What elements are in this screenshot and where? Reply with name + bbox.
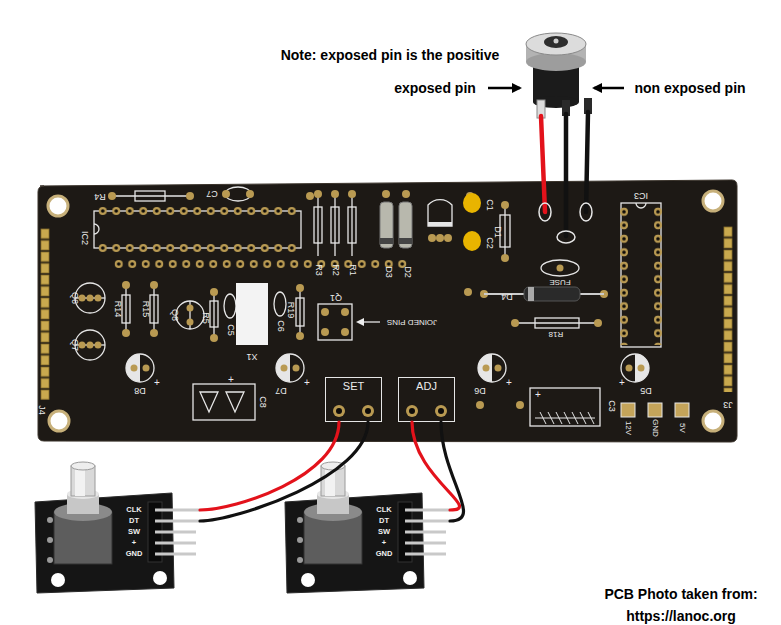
- control-footprint: SET: [325, 377, 382, 422]
- silkscreen-label: R15: [141, 301, 150, 318]
- silkscreen-label: D8: [134, 386, 146, 395]
- silkscreen-label: R1: [348, 264, 357, 276]
- silkscreen-label: C8: [258, 396, 267, 408]
- silkscreen-label: R18: [549, 330, 564, 338]
- silkscreen-label: R5: [201, 312, 210, 324]
- silkscreen-label: D3: [384, 266, 393, 278]
- silkscreen-label: +: [304, 378, 310, 388]
- silkscreen-label: JOINED PINS: [387, 318, 437, 326]
- annotation-text: Note: exposed pin is the positive: [281, 48, 500, 62]
- silkscreen-label: C6: [276, 320, 285, 332]
- silkscreen-label: C2: [485, 237, 494, 249]
- silkscreen-label: Q1: [330, 293, 342, 302]
- silkscreen-label: R3: [314, 264, 323, 276]
- footprint-label: ADJ: [416, 381, 437, 392]
- silkscreen-label: R2: [331, 264, 340, 276]
- annotation-text: non exposed pin: [634, 81, 745, 95]
- pin-name: CLK: [376, 506, 391, 514]
- silkscreen-label: +: [535, 390, 541, 400]
- silkscreen-label: Q7: [70, 339, 79, 351]
- pin-name: SW: [378, 528, 390, 536]
- pin-name: CLK: [126, 506, 141, 514]
- pin-name: GND: [376, 550, 393, 558]
- silkscreen-label: Q8: [170, 309, 179, 321]
- jumper-wire: [441, 422, 464, 521]
- silkscreen-label: D6: [474, 386, 486, 395]
- pin-name: DT: [129, 517, 139, 525]
- silkscreen-label: FUSE: [549, 278, 570, 286]
- pin-name: DT: [379, 517, 389, 525]
- pin-name: +: [382, 539, 386, 547]
- control-footprint: ADJ: [398, 377, 455, 422]
- silkscreen-label: Q6: [70, 292, 79, 304]
- silkscreen-label: R4: [94, 192, 106, 201]
- silkscreen-label: X1: [246, 352, 257, 361]
- annotation-text: https://lanoc.org: [626, 609, 736, 623]
- silkscreen-label: IC3: [634, 191, 648, 200]
- silkscreen-label: +: [619, 378, 625, 388]
- annotation-text: PCB Photo taken from:: [604, 587, 757, 601]
- silkscreen-label: 5V: [678, 423, 686, 433]
- silkscreen-label: IC2: [80, 231, 89, 245]
- silkscreen-label: GND: [651, 419, 659, 437]
- pin-name: +: [132, 539, 136, 547]
- rotary-encoder: CLK DT SW + GND: [280, 460, 450, 595]
- silkscreen-label: C1: [485, 199, 494, 211]
- silkscreen-label: +: [154, 378, 160, 388]
- pin-name: GND: [126, 550, 143, 558]
- silkscreen-label: C5: [226, 324, 235, 336]
- jumper-wire: [200, 422, 368, 521]
- silkscreen-label: D1: [493, 226, 502, 238]
- silkscreen-label: D4: [501, 292, 513, 301]
- silkscreen-label: D5: [640, 386, 652, 395]
- silkscreen-label: +: [506, 378, 512, 388]
- silkscreen-label: D7: [275, 386, 287, 395]
- silkscreen-label: J4: [37, 405, 46, 415]
- silkscreen-label: D2: [403, 266, 412, 278]
- footprint-label: SET: [343, 381, 364, 392]
- silkscreen-label: C7: [206, 189, 218, 198]
- silkscreen-label: +: [228, 375, 234, 385]
- silkscreen-label: 12V: [624, 421, 632, 435]
- silkscreen-label: C3: [607, 400, 616, 412]
- annotation-text: exposed pin: [394, 81, 476, 95]
- silkscreen-label: R19: [286, 302, 295, 319]
- silkscreen-label: R14: [113, 301, 122, 318]
- rotary-encoder: CLK DT SW + GND: [30, 460, 200, 595]
- silkscreen-label: J3: [723, 400, 733, 409]
- pin-name: SW: [128, 528, 140, 536]
